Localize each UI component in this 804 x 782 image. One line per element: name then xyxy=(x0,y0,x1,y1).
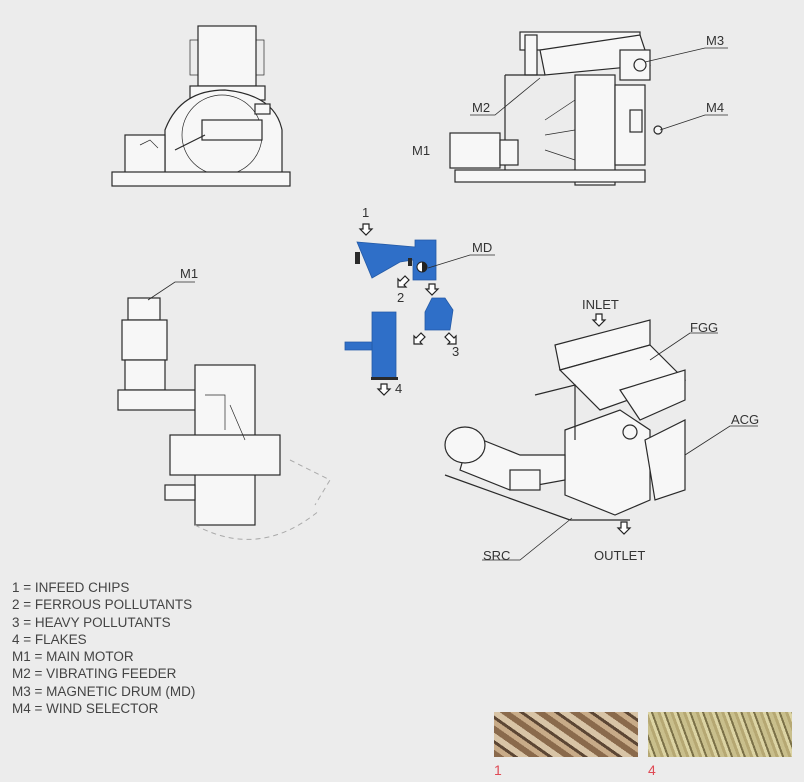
label-flow-2: 2 xyxy=(397,290,404,305)
label-outlet: OUTLET xyxy=(594,548,645,563)
infeed-chips-photo xyxy=(494,712,638,757)
label-fgg: FGG xyxy=(690,320,718,335)
legend-item: 3 = HEAVY POLLUTANTS xyxy=(12,614,171,630)
label-m3: M3 xyxy=(706,33,724,48)
label-m4: M4 xyxy=(706,100,724,115)
flow-schematic xyxy=(344,223,457,396)
photo-caption-4: 4 xyxy=(648,762,656,778)
label-md: MD xyxy=(472,240,492,255)
front-view-drawing xyxy=(111,25,291,187)
legend-item: 1 = INFEED CHIPS xyxy=(12,580,130,595)
legend-item: 4 = FLAKES xyxy=(12,631,87,647)
legend-item: 2 = FERROUS POLLUTANTS xyxy=(12,597,193,613)
label-acg: ACG xyxy=(731,412,759,427)
legend-item: M2 = VIBRATING FEEDER xyxy=(12,666,177,682)
flakes-photo xyxy=(648,712,792,757)
photo-caption-1: 1 xyxy=(494,762,502,778)
legend: 1 = INFEED CHIPS 2 = FERROUS POLLUTANTS … xyxy=(12,579,195,717)
side-view-drawing xyxy=(449,31,663,186)
legend-item: M4 = WIND SELECTOR xyxy=(12,701,159,717)
label-inlet: INLET xyxy=(582,297,619,312)
plan-view-drawing xyxy=(117,297,331,540)
label-flow-1: 1 xyxy=(362,205,369,220)
leader-lines xyxy=(147,47,758,561)
legend-item: M3 = MAGNETIC DRUM (MD) xyxy=(12,683,196,699)
label-flow-4: 4 xyxy=(395,381,402,396)
label-m1-side: M1 xyxy=(412,143,430,158)
label-flow-3: 3 xyxy=(452,344,459,359)
isometric-view-drawing xyxy=(444,319,687,521)
vibrating-feeder-shape xyxy=(356,239,437,281)
flow-arrows xyxy=(358,223,457,396)
label-m2: M2 xyxy=(472,100,490,115)
label-src: SRC xyxy=(483,548,510,563)
label-m1-top: M1 xyxy=(180,266,198,281)
legend-item: M1 = MAIN MOTOR xyxy=(12,649,134,665)
